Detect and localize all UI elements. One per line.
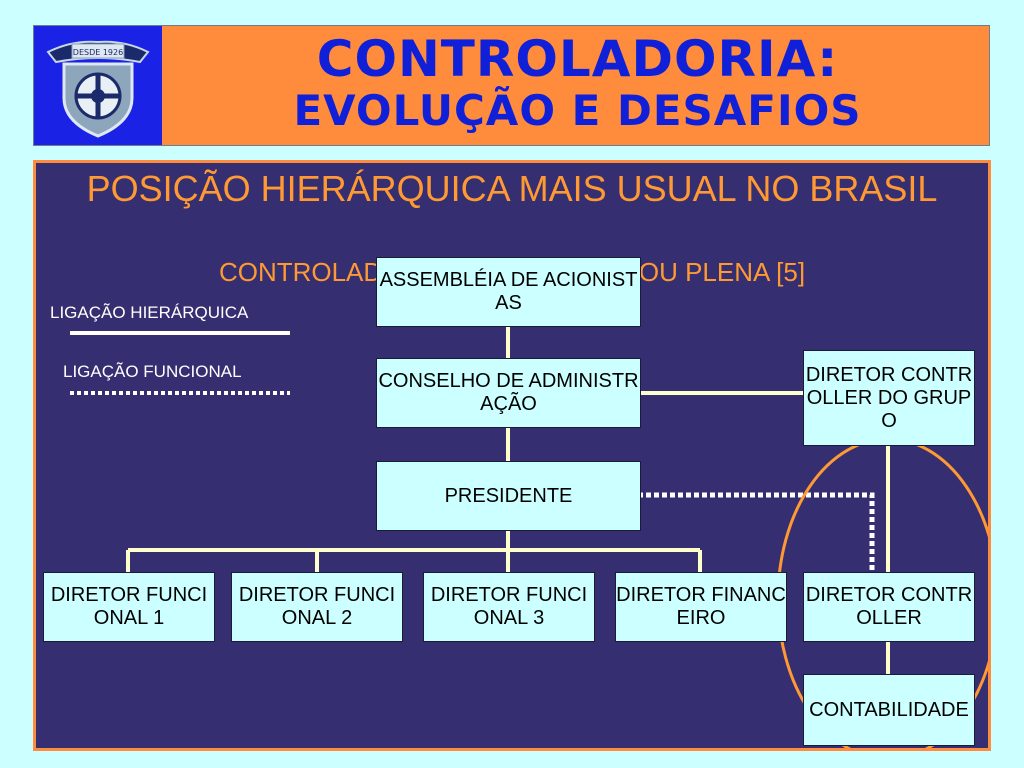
legend-functional-label: LIGAÇÃO FUNCIONAL — [63, 362, 242, 381]
box-diretor-funcional-3: DIRETOR FUNCIONAL 3 — [423, 572, 595, 642]
box-contabilidade: CONTABILIDADE — [803, 674, 975, 746]
functional-link — [638, 492, 875, 573]
box-diretor-funcional-2-label: DIRETOR FUNCIONAL 2 — [238, 584, 396, 629]
slide-heading: POSIÇÃO HIERÁRQUICA MAIS USUAL NO BRASIL — [86, 168, 938, 209]
box-diretor-funcional-3-label: DIRETOR FUNCIONAL 3 — [430, 584, 588, 629]
legend-hierarchical-label: LIGAÇÃO HIERÁRQUICA — [50, 303, 249, 322]
connector-lines — [70, 325, 988, 748]
box-diretor-grupo: DIRETOR CONTROLLER DO GRUPO — [803, 350, 975, 446]
box-assembleia: ASSEMBLÉIA DE ACIONISTAS — [376, 257, 641, 327]
logo-banner-text: DESDE 1926 — [73, 48, 123, 57]
box-conselho: CONSELHO DE ADMINISTRAÇÃO — [376, 358, 641, 428]
box-diretor-funcional-2: DIRETOR FUNCIONAL 2 — [231, 572, 403, 642]
box-diretor-controller-label: DIRETOR CONTROLLER — [805, 584, 973, 629]
box-diretor-financeiro: DIRETOR FINANCEIRO — [615, 572, 787, 642]
hierarchical-links — [126, 325, 890, 675]
logo: DESDE 1926 — [34, 26, 162, 145]
title-line-2: EVOLUÇÃO E DESAFIOS — [293, 86, 862, 135]
content-panel: POSIÇÃO HIERÁRQUICA MAIS USUAL NO BRASIL… — [33, 160, 991, 751]
title-line-1: CONTROLADORIA: — [316, 30, 839, 88]
shield-emblem-icon: DESDE 1926 — [46, 40, 150, 138]
box-presidente-label: PRESIDENTE — [444, 484, 573, 507]
box-diretor-controller: DIRETOR CONTROLLER — [803, 572, 975, 642]
box-presidente: PRESIDENTE — [376, 461, 641, 531]
box-assembleia-label: ASSEMBLÉIA DE ACIONISTAS — [379, 269, 638, 314]
slide-header: DESDE 1926 CONTROLADORIA: EVOLUÇÃO E DES… — [33, 25, 990, 146]
box-conselho-label: CONSELHO DE ADMINISTRAÇÃO — [378, 370, 639, 415]
box-diretor-financeiro-label: DIRETOR FINANCEIRO — [616, 584, 786, 629]
box-diretor-funcional-1: DIRETOR FUNCIONAL 1 — [43, 572, 215, 642]
box-diretor-grupo-label: DIRETOR CONTROLLER DO GRUPO — [805, 363, 973, 432]
box-diretor-funcional-1-label: DIRETOR FUNCIONAL 1 — [50, 584, 208, 629]
box-contabilidade-label: CONTABILIDADE — [809, 698, 969, 721]
